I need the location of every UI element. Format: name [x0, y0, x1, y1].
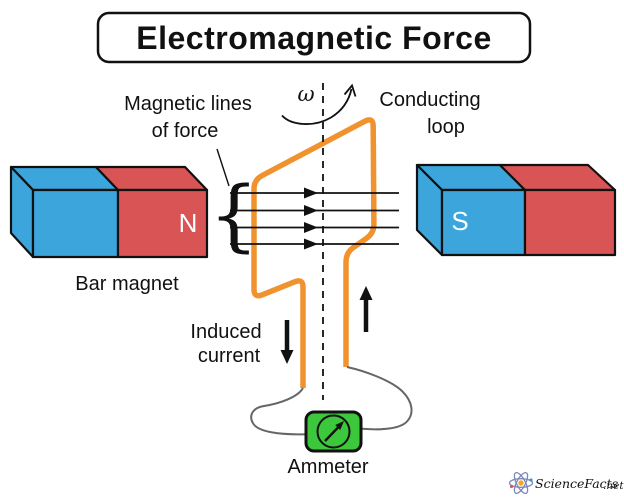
atom-electron [509, 484, 514, 489]
circuit-wire-left [250, 387, 307, 436]
induced-current-up-arrow-icon [359, 286, 373, 332]
page-title: Electromagnetic Force [136, 20, 492, 56]
induced-current-label-line2: current [198, 345, 261, 367]
induced-current-label-line1: Induced [190, 321, 261, 343]
ammeter-needle-head-icon [335, 421, 344, 430]
left-magnet-front-blue-face [31, 188, 120, 259]
field-arrow-icon [304, 205, 318, 216]
left-bar-magnet [9, 165, 209, 259]
ammeter-needle [324, 426, 339, 442]
field-lines-leader-line [216, 148, 230, 187]
title-box [96, 11, 532, 64]
brand-watermark: ScienceFacts .net [508, 471, 624, 495]
field-arrow-icon [304, 238, 318, 250]
circuit-wire-right [346, 366, 413, 431]
bar-magnet-label: Bar magnet [75, 273, 179, 295]
rotation-arrow-head-icon [343, 83, 357, 97]
induced-current-down-arrow-icon [280, 320, 294, 364]
conducting-loop-label-line2: loop [427, 116, 465, 138]
field-lines-brace: { [209, 171, 259, 261]
angular-velocity-label: ω [297, 82, 314, 106]
field-arrow-icon [304, 222, 318, 233]
north-pole-label: N [179, 208, 198, 238]
field-arrow-icon [304, 187, 318, 199]
atom-electron [529, 478, 533, 482]
ammeter-dial [316, 414, 351, 449]
atom-nucleus [518, 480, 524, 486]
ammeter-label: Ammeter [287, 456, 368, 478]
atom-icon [508, 471, 534, 495]
conducting-loop-label-line1: Conducting [379, 89, 480, 111]
brand-tld-text: .net [603, 480, 624, 492]
conducting-loop-path [251, 117, 377, 388]
field-lines-label-line2: of force [152, 120, 219, 142]
right-magnet-front-red-face [523, 188, 617, 257]
left-magnet-front-red-face [116, 188, 209, 259]
field-line-arrowheads [304, 187, 318, 250]
field-lines-label-line1: Magnetic lines [124, 93, 252, 115]
rotation-arrow [281, 88, 353, 125]
ammeter [304, 410, 363, 453]
brand-name-text: ScienceFacts [535, 476, 618, 491]
south-pole-label: S [451, 206, 468, 236]
right-bar-magnet [415, 163, 617, 257]
